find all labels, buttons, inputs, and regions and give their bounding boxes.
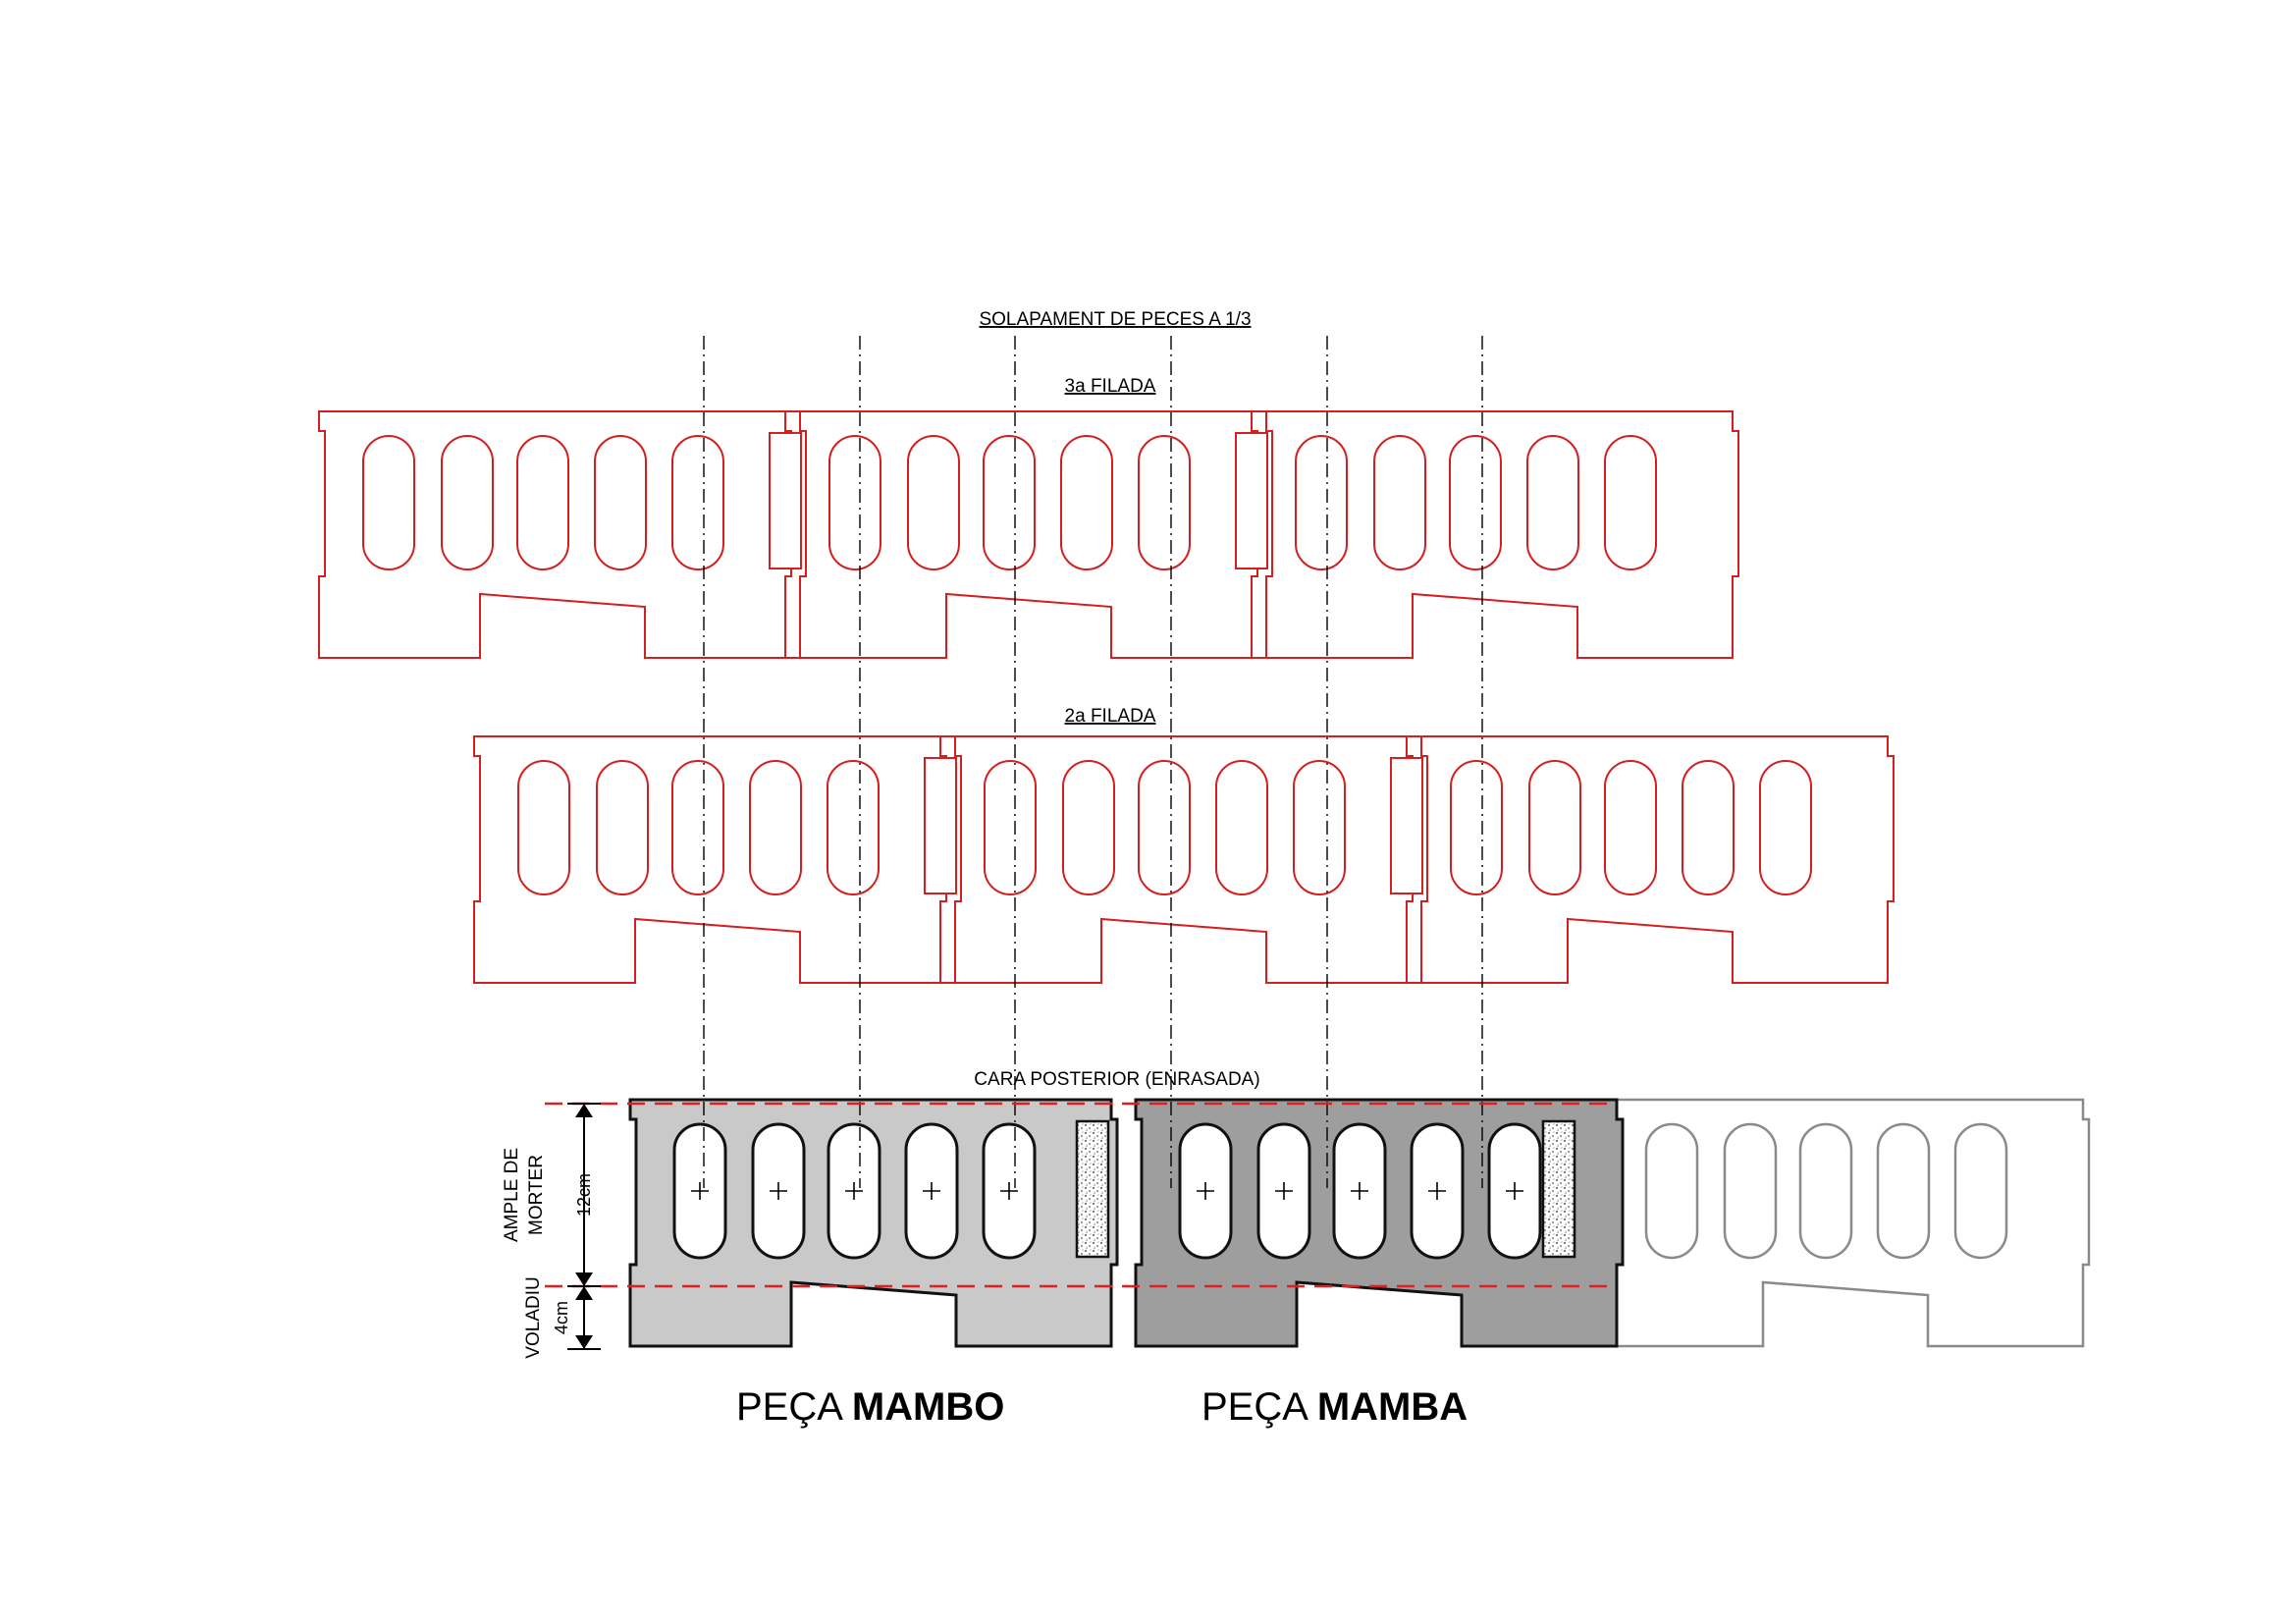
second-course-blocks [473,735,1895,984]
dimension-arrows [575,1104,593,1349]
second-course-block-2-hole-3 [1138,760,1191,895]
second-course-label: 2a FILADA [1065,706,1156,727]
voladiu-value: 4cm [552,1301,571,1334]
third-course-block-1-hole-4 [594,435,647,570]
ample-de-label: AMPLE DE [502,1148,522,1242]
second-course-block-1-hole-1 [517,760,570,895]
back-face-label: CARA POSTERIOR (ENRASADA) [974,1069,1259,1090]
second-course-block-2-hole-2 [1062,760,1115,895]
second-course-joint-1 [924,757,957,894]
third-course-block-1-hole-1 [362,435,415,570]
second-course-block-3-hole-3 [1604,760,1657,895]
second-course-block-2-hole-5 [1293,760,1346,895]
second-course-joint-2 [1390,757,1423,894]
third-course-block-1-hole-2 [441,435,494,570]
second-course-block-1-hole-4 [749,760,802,895]
voladiu-label: VOLADIU [523,1276,544,1358]
morter-label: MORTER [526,1155,547,1235]
third-course-block-1-hole-3 [516,435,569,570]
third-course-block-1-hole-5 [671,435,724,570]
second-course-block-1-hole-3 [671,760,724,895]
second-course-block-3-hole-4 [1682,760,1735,895]
mortar-joint-1 [1075,1119,1110,1259]
ghost-block-hole-2 [1723,1122,1778,1260]
third-course-block-3-hole-2 [1373,435,1426,570]
third-course-block-2-hole-3 [983,435,1036,570]
third-course-label: 3a FILADA [1065,376,1156,397]
second-course-block-2-hole-1 [984,760,1037,895]
third-course-block-3-hole-1 [1295,435,1348,570]
ghost-block-hole-5 [1953,1122,2008,1260]
second-course-block-1-hole-5 [827,760,880,895]
second-course-block-2-hole-4 [1215,760,1268,895]
diagram-title: SOLAPAMENT DE PECES A 1/3 [979,309,1251,330]
third-course-block-1 [318,410,807,659]
mortar-joint-2 [1541,1119,1576,1259]
third-course-block-3-hole-4 [1526,435,1579,570]
third-course-joint-1 [769,432,802,569]
third-course-block-2-hole-4 [1060,435,1113,570]
third-course-block-2-hole-1 [828,435,881,570]
second-course-block-1-hole-2 [596,760,649,895]
ghost-block-hole-4 [1876,1122,1931,1260]
third-course-blocks [318,410,1739,659]
piece-label-mambo: PEÇA MAMBO [736,1385,1004,1429]
dimension-line [567,1103,601,1350]
third-course-block-2-hole-5 [1138,435,1191,570]
ghost-block-hole-3 [1798,1122,1853,1260]
second-course-block-1 [473,735,962,984]
ample-value: 12cm [574,1173,594,1217]
third-course-joint-2 [1235,432,1268,569]
second-course-block-3-hole-2 [1528,760,1581,895]
third-course-block-3-hole-3 [1449,435,1502,570]
second-course-block-3-hole-1 [1450,760,1503,895]
ghost-block-hole-1 [1644,1122,1699,1260]
third-course-block-2-hole-2 [907,435,960,570]
piece-label-mamba: PEÇA MAMBA [1201,1385,1468,1429]
back-face-blocks [628,1098,2091,1348]
crosshair-marks [691,1182,1523,1200]
second-course-block-3-hole-5 [1759,760,1812,895]
third-course-block-3-hole-5 [1604,435,1657,570]
